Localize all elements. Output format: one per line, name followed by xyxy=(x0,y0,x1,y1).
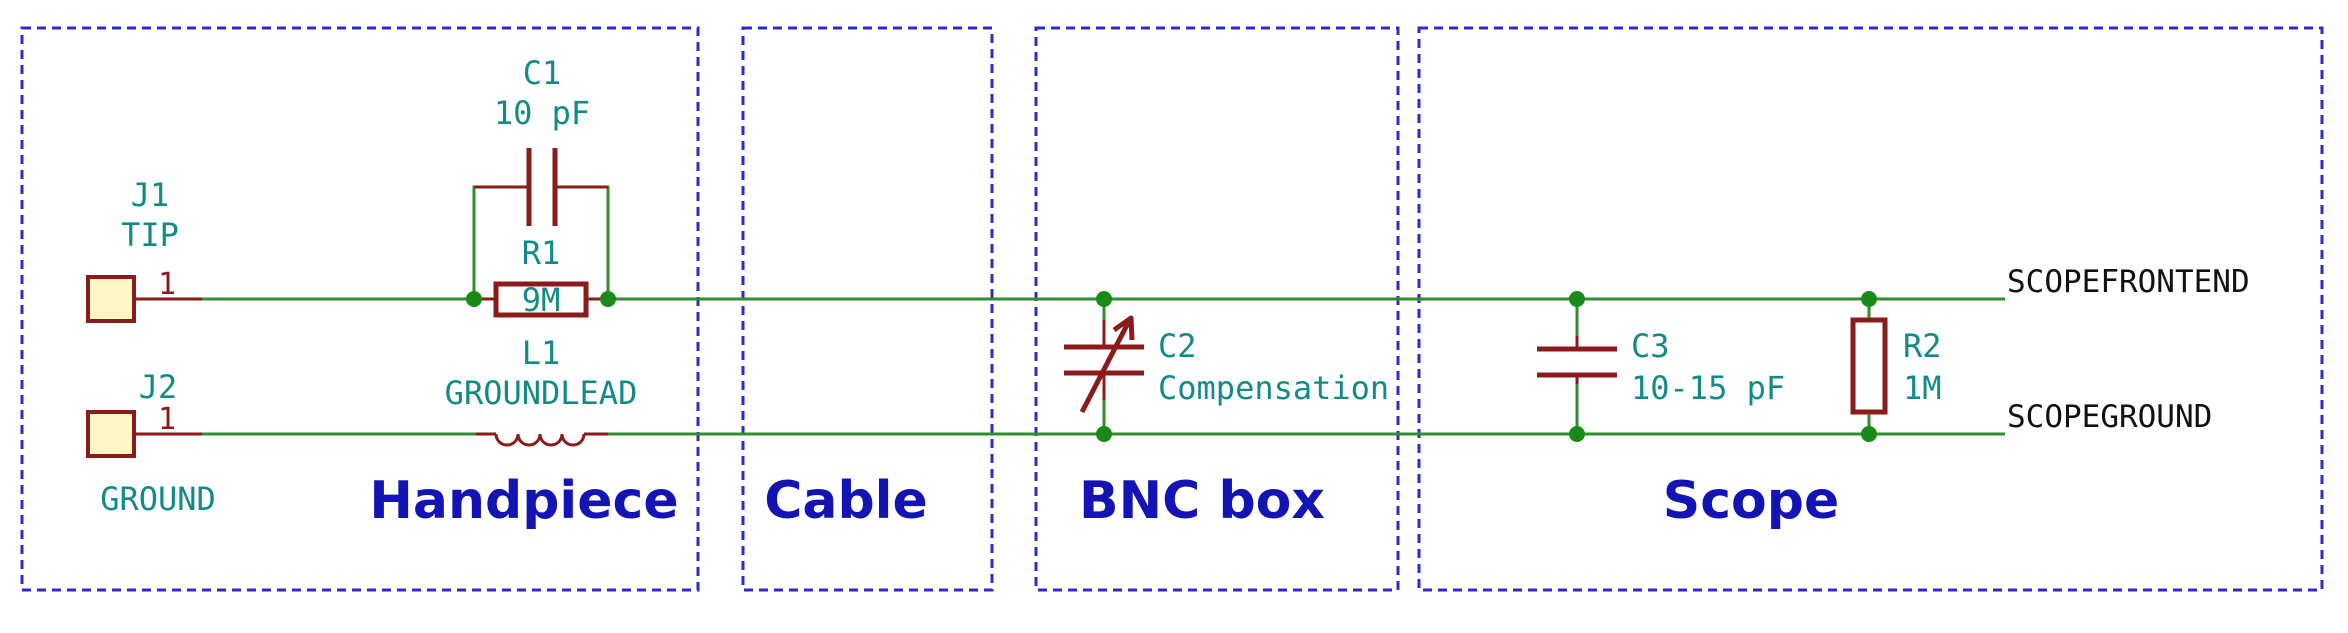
j1-value: TIP xyxy=(121,216,179,254)
junction-dot xyxy=(1861,291,1877,307)
resistor-r1: R1 9M xyxy=(474,234,608,319)
j1-pin: 1 xyxy=(158,267,176,302)
handpiece-title: Handpiece xyxy=(369,471,678,531)
c2-value: Compensation xyxy=(1158,369,1389,407)
net-label-scopeground: SCOPEGROUND xyxy=(2007,399,2212,435)
net-label-scopefrontend: SCOPEFRONTEND xyxy=(2007,264,2250,300)
cable-block xyxy=(741,26,994,592)
cable-title: Cable xyxy=(764,471,928,531)
l1-ref: L1 xyxy=(522,334,561,372)
capacitor-c3: C3 10-15 pF xyxy=(1537,327,1785,407)
scope-block xyxy=(1417,26,2324,592)
bnc-box-title: BNC box xyxy=(1079,471,1325,531)
j2-ref: J2 xyxy=(139,368,178,406)
handpiece-block xyxy=(20,26,700,592)
connector-j1: J1 TIP 1 xyxy=(86,176,202,323)
junction-dot xyxy=(466,291,482,307)
junction-dot xyxy=(1569,426,1585,442)
l1-value: GROUNDLEAD xyxy=(445,374,638,412)
c3-value: 10-15 pF xyxy=(1631,369,1785,407)
c1-ref: C1 xyxy=(523,54,562,92)
r2-ref: R2 xyxy=(1903,327,1942,365)
connector-j2: J2 GROUND 1 xyxy=(86,368,216,518)
junctions xyxy=(466,291,1877,442)
j2-value: GROUND xyxy=(100,480,216,518)
bnc-box-block xyxy=(1034,26,1400,592)
c1-value: 10 pF xyxy=(494,94,590,132)
junction-dot xyxy=(1569,291,1585,307)
r2-value: 1M xyxy=(1903,369,1942,407)
c3-ref: C3 xyxy=(1631,327,1670,365)
junction-dot xyxy=(1861,426,1877,442)
junction-dot xyxy=(1096,291,1112,307)
c2-ref: C2 xyxy=(1158,327,1197,365)
junction-dot xyxy=(1096,426,1112,442)
resistor-r2: R2 1M xyxy=(1850,317,1942,415)
j2-pin: 1 xyxy=(158,402,176,437)
variable-capacitor-c2: C2 Compensation xyxy=(1064,315,1389,414)
r1-value: 9M xyxy=(522,281,561,319)
inductor-l1: L1 GROUNDLEAD xyxy=(445,334,638,447)
j1-ref: J1 xyxy=(131,176,170,214)
junction-dot xyxy=(600,291,616,307)
r1-ref: R1 xyxy=(522,234,561,272)
scope-title: Scope xyxy=(1663,471,1840,531)
capacitor-c1: C1 10 pF xyxy=(474,54,608,226)
